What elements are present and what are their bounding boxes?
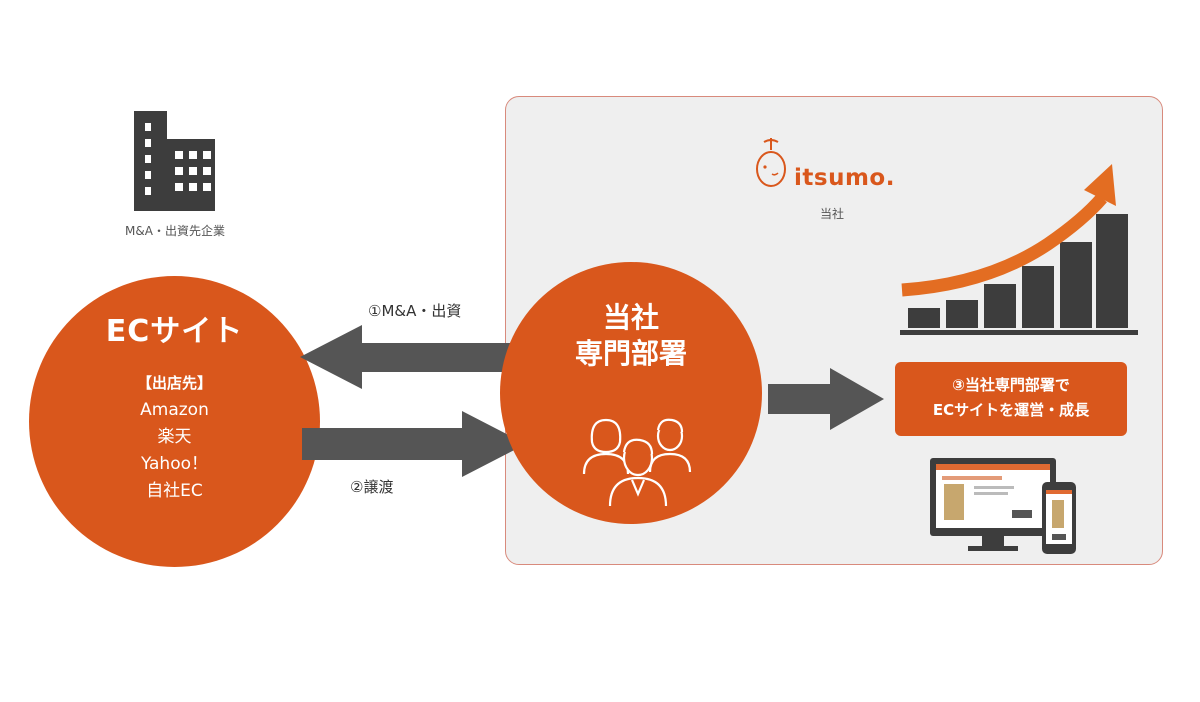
- department-title-line2: 専門部署: [574, 337, 687, 370]
- operation-line1: ③当社専門部署で: [952, 376, 1070, 394]
- department-circle: 当社 専門部署: [500, 262, 762, 524]
- channel-item: 楽天: [157, 427, 192, 447]
- mascot-logo-icon: [756, 138, 786, 187]
- channel-item: 自社EC: [146, 481, 203, 501]
- department-title: 当社 専門部署: [500, 300, 762, 372]
- acquisition-label: ①M&A・出資: [368, 302, 462, 320]
- company-caption: M&A・出資先企業: [125, 224, 225, 238]
- channel-item: Amazon: [140, 400, 209, 420]
- operation-line2: ECサイトを運営・成長: [932, 401, 1090, 419]
- transfer-arrow-icon: [302, 411, 526, 477]
- growth-chart-icon: [900, 164, 1138, 335]
- logo-caption: 当社: [820, 207, 845, 221]
- ec-site-title: ECサイト: [105, 314, 244, 349]
- transfer-label: ②譲渡: [350, 478, 394, 496]
- department-title-line1: 当社: [602, 301, 659, 334]
- channels-heading: 【出店先】: [136, 374, 212, 392]
- operation-box: ③当社専門部署で ECサイトを運営・成長: [895, 362, 1127, 436]
- channel-item: Yahoo！: [140, 454, 209, 474]
- team-people-icon: [582, 418, 692, 507]
- ec-site-circle: ECサイト 【出店先】 Amazon 楽天 Yahoo！ 自社EC: [29, 276, 320, 567]
- devices-icon: [930, 458, 1076, 554]
- operate-arrow-icon: [768, 368, 884, 430]
- building-icon: [134, 111, 215, 211]
- channel-list: Amazon 楽天 Yahoo！ 自社EC: [29, 397, 320, 505]
- acquisition-arrow-icon: [300, 325, 527, 389]
- itsumo-logo: itsumo.: [794, 165, 895, 191]
